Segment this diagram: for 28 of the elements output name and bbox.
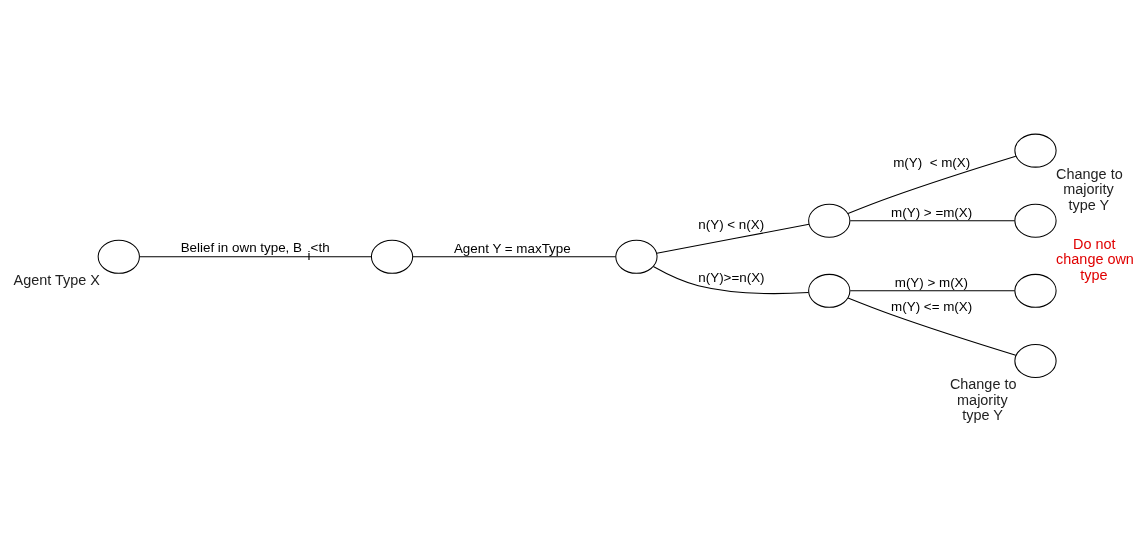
node-circle (808, 203, 851, 238)
edge-label: m(Y) <= m(X) (891, 298, 973, 314)
connector (652, 266, 810, 295)
connector (847, 297, 1017, 356)
connector (412, 256, 617, 258)
node-circle (97, 239, 140, 274)
node-circle (615, 239, 658, 274)
node-label: Agent Type X (13, 271, 100, 288)
edge-label: m(Y) < m(X) (893, 154, 971, 170)
edge-label: n(Y) < n(X) (698, 217, 765, 233)
connector (139, 256, 372, 258)
node-circle (1014, 343, 1057, 378)
connector (847, 155, 1017, 215)
node-circle (1014, 273, 1057, 308)
connector (849, 290, 1016, 292)
node-label: Change to majority type Y (949, 376, 1017, 423)
connector (656, 223, 810, 254)
edge-label: m(Y) > m(X) (894, 275, 969, 291)
node-label: Change to majority type Y (1056, 165, 1123, 213)
edge-label: Agent Y = maxType (453, 241, 571, 257)
node-circle (1014, 133, 1057, 168)
edge-label: m(Y) > =m(X) (891, 205, 973, 221)
node-circle (370, 239, 414, 274)
connector (849, 220, 1016, 222)
node-circle (1014, 203, 1057, 238)
node-circle (808, 273, 851, 308)
edge-label: n(Y)>=n(X) (698, 269, 765, 285)
node-label: Do not change own type (1056, 235, 1134, 283)
